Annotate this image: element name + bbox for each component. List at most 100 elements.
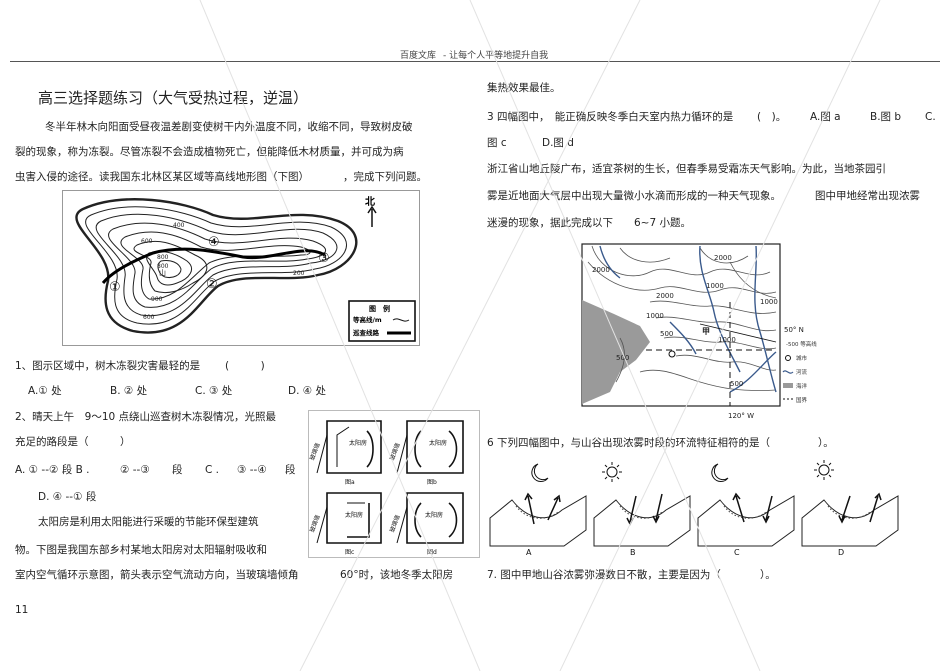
q3-paren: ( )。 <box>757 111 787 123</box>
q2-line-4: D. ④ --① 段 <box>38 491 97 503</box>
q2-line-3b: ② --③ <box>120 464 150 476</box>
valley-map-figure: 2000 2000 1000 2000 1000 500 1000 500 10… <box>580 242 832 420</box>
q3-option-b: B.图 b <box>870 111 902 123</box>
diagram-label-a: A <box>526 548 532 557</box>
legend-contour: 等高线/m <box>352 315 382 324</box>
valley-circulation-figure: A B C D <box>486 458 904 558</box>
q6-close: ）。 <box>818 437 834 449</box>
q6-stem: 6 下列四幅图中，与山谷出现浓雾时段的环流特征相符的是（ <box>487 437 771 449</box>
q2-line-1: 2、晴天上午 9～10 点绕山巡查树木冻裂情况，光照最 <box>15 411 277 423</box>
lat-label: 50° N <box>784 326 804 334</box>
solar-room-label-d: 太阳房 <box>425 511 443 519</box>
intro-line-4: ，完成下列问题。 <box>343 171 427 183</box>
fig-label-d: 图d <box>427 549 437 556</box>
q3-line-1: 3 四幅图中， 能正确反映冬季白天室内热力循环的是 <box>487 111 734 123</box>
solar-house-figure: 太阳房 太阳房 太阳房 太阳房 玻璃墙 玻璃墙 玻璃墙 玻璃墙 图a 图b 图c… <box>308 410 480 558</box>
map2-legend-river: 河流 <box>796 368 808 376</box>
diagram-label-d: D <box>838 548 844 557</box>
solar-text-1: 太阳房是利用太阳能进行采暖的节能环保型建筑 <box>38 516 259 528</box>
legend-title: 图 例 <box>369 304 390 313</box>
q1-option-c: C. ③ 处 <box>195 385 233 397</box>
q3-option-a: A.图 a <box>810 111 841 123</box>
sun-icon-d <box>814 460 834 480</box>
solar-house-svg: 太阳房 太阳房 太阳房 太阳房 玻璃墙 玻璃墙 玻璃墙 玻璃墙 图a 图b 图c… <box>308 420 464 556</box>
diagram-label-b: B <box>630 548 636 557</box>
marker-4: ④ <box>208 235 220 250</box>
glass-wall-label-a: 玻璃墙 <box>309 442 322 462</box>
map2-contour-4: 2000 <box>656 292 674 300</box>
solar-room-label-b: 太阳房 <box>429 439 447 447</box>
sun-icon-b <box>602 462 622 482</box>
q3-line-2b: D.图 d <box>542 137 574 149</box>
map2-legend-sea: 海洋 <box>796 382 808 390</box>
solar-room-label-c: 太阳房 <box>345 511 363 519</box>
intro-line-2: 裂的现象，称为冻裂。尽管冻裂不会造成植物死亡，但能降低木材质量，并可成为病 <box>15 146 404 158</box>
q1-stem: 1、图示区域中，树木冻裂灾害最轻的是 <box>15 360 201 372</box>
contour-label-200: 200 <box>293 270 305 277</box>
fig-label-b: 图b <box>427 479 437 486</box>
solar-text-3: 室内空气循环示意图，箭头表示空气流动方向，当玻璃墙倾角 <box>15 569 299 581</box>
zj-line-3a: 迷漫的现象，据此完成以下 <box>487 217 613 229</box>
zj-line-3b: 6~7 小题。 <box>634 217 691 229</box>
contour-label-800-a: 800 <box>157 254 169 261</box>
solar-room-label-a: 太阳房 <box>349 439 367 447</box>
legend-route: 巡查线路 <box>353 328 380 337</box>
q1-paren: ( ) <box>225 360 265 372</box>
q2-line-3a: A. ① --② 段 B . <box>15 464 90 476</box>
map2-contour-7: 1000 <box>760 298 778 306</box>
q3-option-c-start: C. <box>925 111 936 123</box>
glass-wall-label-b: 玻璃墙 <box>388 442 402 462</box>
marker-2: ② <box>206 277 218 292</box>
map2-contour-6: 500 <box>660 330 673 338</box>
map2-contour-3: 1000 <box>706 282 724 290</box>
map2-legend-border: 国界 <box>796 397 808 404</box>
zj-line-1: 浙江省山地丘陵广布，适宜茶树的生长，但春季易受霜冻天气影响。为此，当地茶园引 <box>487 163 886 175</box>
glass-wall-label-c: 玻璃墙 <box>309 514 322 534</box>
header-rule <box>10 61 940 62</box>
map2-contour-1: 2000 <box>592 266 610 274</box>
valley-circulation-svg: A B C D <box>489 460 899 557</box>
contour-label-600: 600 <box>141 238 153 245</box>
intro-line-1: 冬半年林木向阳面受昼夜温差剧变使树干内外温度不同，收缩不同，导致树皮破 <box>45 121 413 133</box>
zj-line-2a: 雾是近地面大气层中出现大量微小水滴而形成的一种天气现象。 <box>487 190 781 202</box>
contour-label-800-b: 800 <box>157 263 169 270</box>
map2-contour-2: 2000 <box>714 254 732 262</box>
q1-option-a: A.① 处 <box>28 385 62 397</box>
q2-line-3c: 段 <box>172 464 183 476</box>
glass-wall-label-d: 玻璃墙 <box>388 514 402 534</box>
moon-icon-a <box>531 463 549 482</box>
intro-line-3: 虫害入侵的途径。读我国东北林区某区域等高线地形图（下图） <box>15 171 309 183</box>
right-cont: 集热效果最佳。 <box>487 82 561 94</box>
fig-label-a: 图a <box>345 479 355 486</box>
map2-legend-city: 城市 <box>796 354 808 362</box>
map2-legend-contour: -500 等高线 <box>786 340 817 348</box>
page-number: 11 <box>15 604 29 616</box>
contour-label-900: 900 <box>151 296 163 303</box>
q1-option-d: D. ④ 处 <box>288 385 327 397</box>
q2-line-2: 充足的路段是（ ） <box>15 436 131 448</box>
q2-line-3d: C . <box>205 464 220 476</box>
north-arrow-icon <box>367 205 377 227</box>
solar-text-2: 物。下图是我国东部乡村某地太阳房对太阳辐射吸收和 <box>15 544 267 556</box>
header-slogan: - 让每个人平等地提升自我 <box>443 51 549 61</box>
contour-label-600-b: 600 <box>143 314 155 321</box>
moon-icon-c <box>711 463 729 482</box>
q7-close: ）。 <box>760 569 776 581</box>
solar-text-3b: 60°时，该地冬季太阳房 <box>340 569 454 581</box>
valley-map-svg: 2000 2000 1000 2000 1000 500 1000 500 10… <box>581 243 817 420</box>
q1-option-b: B. ② 处 <box>110 385 148 397</box>
peak-label: 山 <box>159 268 166 277</box>
contour-map-figure: 400 600 800 800 900 600 200 山 ① ② ③ ④ 北 … <box>62 190 420 346</box>
diagram-label-c: C <box>734 548 740 557</box>
marker-3: ③ <box>318 251 330 266</box>
page-title: 高三选择题练习（大气受热过程，逆温） <box>38 89 309 107</box>
contour-label-400: 400 <box>173 222 185 229</box>
q7-stem: 7. 图中甲地山谷浓雾弥漫数日不散，主要是因为（ <box>487 569 721 581</box>
map2-contour-8: 500 <box>730 380 743 388</box>
place-jia: 甲 <box>702 327 710 336</box>
zj-line-2b: 图中甲地经常出现浓雾 <box>815 190 920 202</box>
lon-label: 120° W <box>728 412 754 420</box>
map2-contour-10: 500 <box>616 354 629 362</box>
fig-label-c: 图c <box>345 549 354 556</box>
map2-contour-9: 1000 <box>718 336 736 344</box>
